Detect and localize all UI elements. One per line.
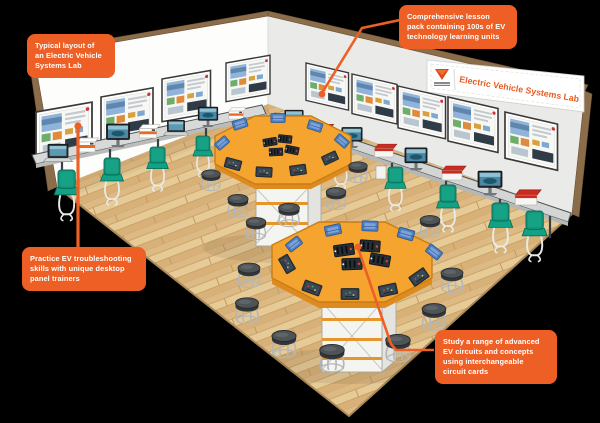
circuit-board xyxy=(255,166,273,178)
callout-lesson-pack: Comprehensive lesson pack containing 100… xyxy=(399,5,517,49)
desk-row-left xyxy=(31,104,267,222)
connector-circuit-cards xyxy=(356,247,434,352)
circuit-card-module xyxy=(358,238,382,254)
connector-dot xyxy=(318,90,326,98)
callout-panel-trainers: Practice EV troubleshooting skills with … xyxy=(22,247,146,291)
wall-panel xyxy=(225,54,271,103)
connector-dot xyxy=(354,243,362,251)
callout-connectors xyxy=(74,18,434,352)
trainer-case xyxy=(361,220,379,232)
connector-dot xyxy=(74,122,82,130)
circuit-card-module xyxy=(340,257,364,271)
callout-circuit-cards: Study a range of advanced EV circuits an… xyxy=(435,330,557,384)
circuit-card-module xyxy=(332,242,356,258)
desktop-trainer xyxy=(76,137,99,153)
desktop-trainer xyxy=(228,107,247,120)
trainer-case xyxy=(270,113,286,123)
callout-typical-layout: Typical layout of an Electric Vehicle Sy… xyxy=(27,34,115,78)
ljcreate-logo xyxy=(434,69,450,86)
cpu-box xyxy=(375,165,387,180)
circuit-card-module xyxy=(277,133,293,145)
circuit-card-module xyxy=(268,147,284,157)
desktop-trainer xyxy=(138,124,161,139)
connector-lesson-pack xyxy=(320,18,401,94)
circuit-board xyxy=(340,288,360,300)
octagon-table-front xyxy=(271,220,444,373)
laptop xyxy=(162,119,190,136)
banner: Electric Vehicle Systems Lab xyxy=(426,59,585,113)
circuit-board xyxy=(288,163,308,177)
laptop xyxy=(42,143,74,163)
table-edge xyxy=(272,278,432,308)
table-edge xyxy=(215,164,351,189)
